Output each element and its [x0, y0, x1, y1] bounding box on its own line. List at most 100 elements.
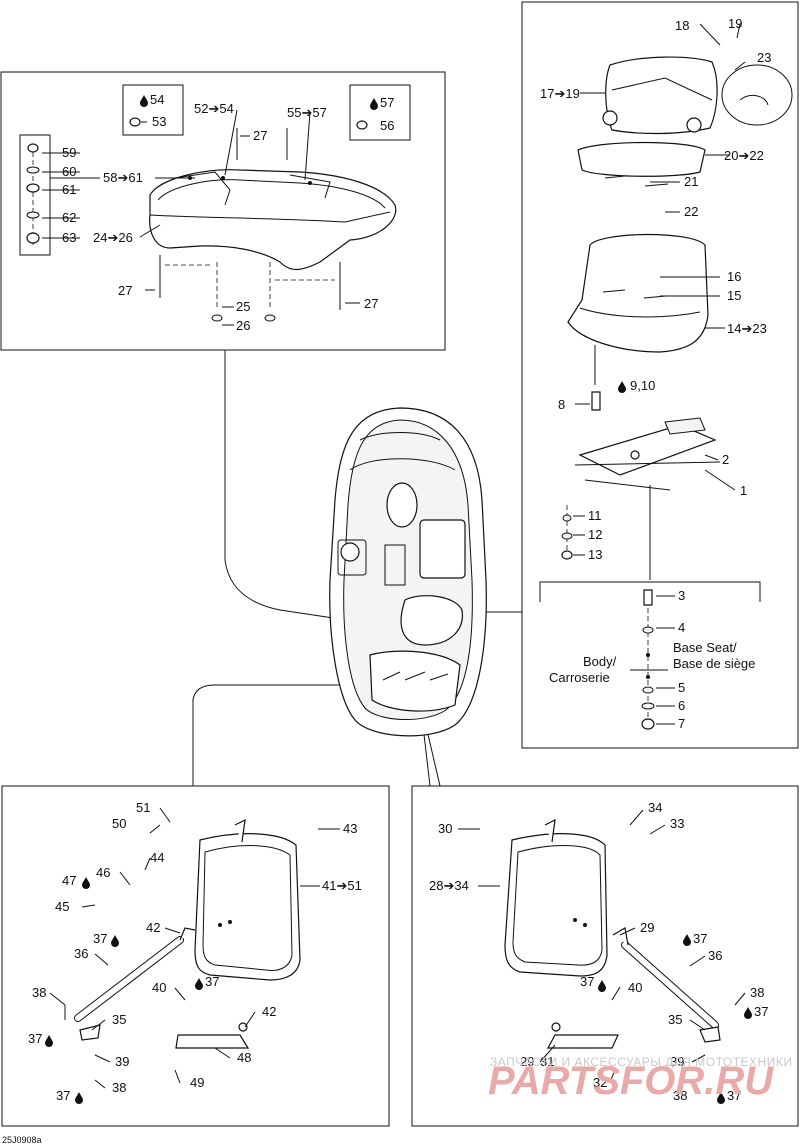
- label-62: 62: [62, 210, 76, 225]
- label-36: 36: [74, 946, 88, 961]
- label-38: 38: [112, 1080, 126, 1095]
- label-45: 45: [55, 899, 69, 914]
- drop-icon: [45, 1035, 53, 1047]
- label-35: 35: [112, 1012, 126, 1027]
- label-40: 40: [152, 980, 166, 995]
- label-40: 40: [628, 980, 642, 995]
- label-32: 32: [593, 1075, 607, 1090]
- panel-top-left: [0, 71, 446, 351]
- label-31: 31: [540, 1054, 554, 1069]
- watermark-tagline: ЗАПЧАСТИ И АКСЕССУАРЫ ДЛЯ МОТОТЕХНИКИ: [490, 1055, 792, 1069]
- label-18: 18: [675, 18, 689, 33]
- label-8: 8: [558, 397, 565, 412]
- label-7: 7: [678, 716, 685, 731]
- label-22: 22: [684, 204, 698, 219]
- label-39: 39: [115, 1054, 129, 1069]
- label-34: 34: [648, 800, 662, 815]
- panel-right: [521, 1, 799, 749]
- label-49: 49: [190, 1075, 204, 1090]
- label-27: 27: [364, 296, 378, 311]
- base-seat-label-fr: Base de siège: [673, 656, 755, 671]
- drop-icon: [140, 95, 148, 107]
- callout-labels: 59 60 61 62 63 58➔61 24➔26 54 53 52➔54 5…: [28, 16, 771, 1103]
- label-17-19: 17➔19: [540, 86, 580, 101]
- label-52-54: 52➔54: [194, 101, 234, 116]
- drop-icon: [75, 1092, 83, 1104]
- label-59: 59: [62, 145, 76, 160]
- panel-bottom-right: [411, 785, 799, 1127]
- label-43: 43: [343, 821, 357, 836]
- label-56: 56: [380, 118, 394, 133]
- hinge-bracket-right: [546, 1022, 619, 1049]
- drop-icon: [618, 381, 626, 393]
- watermark: ЗАПЧАСТИ И АКСЕССУАРЫ ДЛЯ МОТОТЕХНИКИ PA…: [488, 1055, 792, 1103]
- label-37: 37: [28, 1031, 42, 1046]
- label-24-26: 24➔26: [93, 230, 133, 245]
- body-label-fr: Carroserie: [549, 670, 610, 685]
- seat-screws-27: [159, 128, 341, 322]
- figure-code: 25J0908a: [2, 1135, 42, 1145]
- label-4: 4: [678, 620, 685, 635]
- label-9-10: 9,10: [630, 378, 655, 393]
- label-37: 37: [93, 931, 107, 946]
- leader-lines: [42, 23, 746, 1089]
- drop-icon: [82, 877, 90, 889]
- drop-icon: [111, 935, 119, 947]
- label-5: 5: [678, 680, 685, 695]
- connector-line-top-left: [224, 350, 381, 626]
- label-55-57: 55➔57: [287, 105, 327, 120]
- drop-icon: [683, 934, 691, 946]
- seat-cushion-illustration: [577, 141, 706, 187]
- label-27: 27: [118, 283, 132, 298]
- label-25: 25: [236, 299, 250, 314]
- label-39: 39: [670, 1054, 684, 1069]
- label-20-22: 20➔22: [724, 148, 764, 163]
- label-13: 13: [588, 547, 602, 562]
- label-50: 50: [112, 816, 126, 831]
- label-36: 36: [708, 948, 722, 963]
- label-42: 42: [262, 1004, 276, 1019]
- watermark-logo: PARTSFOR.RU: [488, 1059, 774, 1103]
- mounting-detail-bracket: [539, 581, 761, 730]
- gas-strut-right: [612, 927, 721, 1043]
- label-51: 51: [136, 800, 150, 815]
- label-28-34: 28➔34: [429, 878, 469, 893]
- body-label-en: Body/: [583, 654, 617, 669]
- label-46: 46: [96, 865, 110, 880]
- label-16: 16: [727, 269, 741, 284]
- label-37: 37: [754, 1004, 768, 1019]
- drop-icon: [598, 980, 606, 992]
- label-26: 26: [236, 318, 250, 333]
- drop-icon: [744, 1007, 752, 1019]
- label-23: 23: [757, 50, 771, 65]
- label-38: 38: [673, 1088, 687, 1103]
- label-63: 63: [62, 230, 76, 245]
- label-11: 11: [588, 508, 602, 523]
- label-57: 57: [380, 95, 394, 110]
- label-33: 33: [670, 816, 684, 831]
- label-21: 21: [684, 174, 698, 189]
- label-37: 37: [580, 974, 594, 989]
- backrest-right-illustration: [504, 818, 608, 977]
- label-44: 44: [150, 850, 164, 865]
- label-2: 2: [722, 452, 729, 467]
- label-29: 29: [640, 920, 654, 935]
- label-61: 61: [62, 182, 76, 197]
- panel-bottom-left: [1, 785, 390, 1127]
- gas-strut-left: [74, 927, 196, 1041]
- label-6: 6: [678, 698, 685, 713]
- drop-icon: [195, 978, 203, 990]
- connector-line-bottom-left: [192, 684, 385, 786]
- label-42: 42: [146, 920, 160, 935]
- label-37: 37: [727, 1088, 741, 1103]
- hinge-bracket-left: [175, 1022, 250, 1049]
- label-15: 15: [727, 288, 741, 303]
- label-37: 37: [693, 931, 707, 946]
- label-38: 38: [32, 985, 46, 1000]
- label-47: 47: [62, 873, 76, 888]
- label-58-61: 58➔61: [103, 170, 143, 185]
- seat-back-illustration: [602, 56, 793, 135]
- label-27: 27: [253, 128, 267, 143]
- label-41-51: 41➔51: [322, 878, 362, 893]
- label-48: 48: [237, 1050, 251, 1065]
